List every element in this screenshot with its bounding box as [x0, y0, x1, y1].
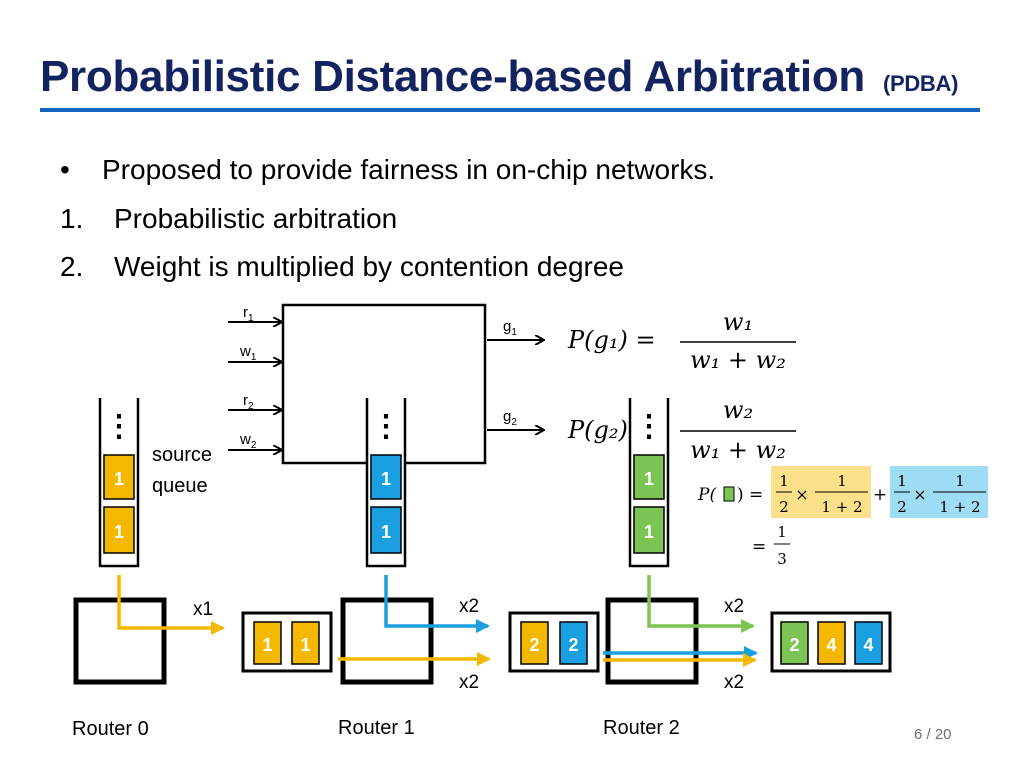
queue-dots: ⋮ — [634, 410, 664, 443]
output-buffer: 2 4 4 — [770, 611, 892, 673]
item-number: 2. — [60, 251, 84, 282]
times-sign: × — [795, 485, 808, 504]
router-0-label: Router 0 — [72, 718, 149, 740]
packet-flit — [817, 621, 846, 665]
queue-outline — [628, 398, 670, 568]
green-packet-icon — [723, 486, 735, 502]
queue-outline — [365, 398, 407, 568]
term1-a-numerator: 1 — [779, 472, 789, 490]
link-weight-label: x1 — [193, 599, 213, 620]
source-queue-0: ⋮ 1 1 source queue — [98, 398, 212, 568]
title-main: Probabilistic Distance-based Arbitration — [40, 52, 865, 101]
packet-flit — [253, 621, 282, 665]
packet-flit — [559, 621, 588, 665]
packet-label: 1 — [381, 469, 391, 489]
formula-lhs: P(g₁) = — [567, 326, 656, 354]
packet-flit — [854, 621, 883, 665]
input-label-r2: r2 — [243, 392, 254, 412]
input-buffer-router1: 1 1 — [241, 611, 333, 673]
source-queue-2: ⋮ 1 1 — [628, 398, 670, 568]
packet-flit — [633, 506, 665, 554]
result-denominator: 3 — [777, 550, 787, 568]
queue-dots: ⋮ — [104, 410, 134, 443]
item-text: Probabilistic arbitration — [114, 203, 398, 234]
title-acronym: (PDBA) — [882, 71, 959, 96]
blue-flow-router1 — [384, 575, 490, 633]
link-weight-label: x2 — [724, 672, 744, 693]
packet-label: 2 — [568, 635, 578, 655]
packet-label: 1 — [114, 522, 124, 542]
yellow-flow-router0 — [117, 575, 225, 635]
source-queue-label: source — [152, 444, 212, 466]
packet-label: 1 — [114, 469, 124, 489]
formula-numerator: w₂ — [723, 396, 753, 424]
bullet-marker: • — [60, 154, 70, 185]
formula-denominator: w₁ + w₂ — [690, 346, 786, 374]
numbered-item: 1. Probabilistic arbitration — [60, 203, 397, 235]
packet-flit — [520, 621, 549, 665]
times-sign: × — [913, 485, 926, 504]
term1-b-numerator: 1 — [837, 472, 847, 490]
packet-label: 4 — [826, 635, 836, 655]
router-2-label: Router 2 — [603, 717, 680, 739]
equals-sign: = — [752, 537, 766, 557]
packet-flit — [103, 454, 135, 500]
probability-equation: P( ) = 1 2 × 1 1 + 2 + 1 2 × 1 1 + 2 = 1… — [697, 466, 988, 568]
slide-title: Probabilistic Distance-based Arbitration… — [40, 52, 958, 102]
router-2-box — [605, 597, 699, 685]
output-label-g1: g1 — [503, 318, 517, 338]
packet-flit — [370, 454, 402, 500]
prob-lhs-prefix: P( — [697, 485, 716, 505]
formula-g2: P(g₂) = w₂ w₁ + w₂ — [567, 396, 796, 464]
title-underline — [40, 108, 980, 112]
prob-lhs-suffix: ) = — [737, 485, 763, 505]
item-number: 1. — [60, 203, 84, 234]
link-weight-label: x2 — [459, 672, 479, 693]
formula-numerator: w₁ — [723, 308, 753, 336]
page-number: 6 / 20 — [914, 726, 952, 743]
packet-flit — [780, 621, 809, 665]
queue-outline — [98, 398, 140, 568]
green-flow-router2 — [647, 575, 755, 633]
router-1-label: Router 1 — [338, 717, 415, 739]
source-queue-1: ⋮ 1 1 — [365, 398, 407, 568]
packet-flit — [370, 506, 402, 554]
input-label-w1: w1 — [239, 343, 257, 363]
input-label-w2: w2 — [239, 431, 257, 451]
term2-b-numerator: 1 — [955, 472, 965, 490]
output-label-g2: g2 — [503, 408, 517, 428]
result-numerator: 1 — [777, 523, 787, 541]
link-weight-label: x2 — [459, 596, 479, 617]
term1-a-denominator: 2 — [779, 498, 789, 516]
source-queue-label: queue — [152, 475, 208, 497]
packet-label: 2 — [789, 635, 799, 655]
packet-flit — [291, 621, 320, 665]
numbered-item: 2. Weight is multiplied by contention deg… — [60, 251, 624, 283]
packet-flit — [633, 454, 665, 500]
packet-label: 4 — [863, 635, 873, 655]
bullet-text: Proposed to provide fairness in on-chip … — [102, 154, 716, 185]
plus-sign: + — [873, 485, 887, 505]
bullet-item: • Proposed to provide fairness in on-chip… — [60, 154, 715, 186]
packet-label: 1 — [644, 469, 654, 489]
packet-label: 2 — [529, 635, 539, 655]
queue-dots: ⋮ — [371, 410, 401, 443]
input-label-r1: r1 — [243, 304, 254, 324]
packet-flit — [103, 506, 135, 554]
packet-label: 1 — [262, 635, 272, 655]
packet-label: 1 — [381, 522, 391, 542]
term2-b-denominator: 1 + 2 — [939, 498, 980, 516]
term1-b-denominator: 1 + 2 — [821, 498, 862, 516]
link-weight-label: x2 — [724, 596, 744, 617]
input-buffer-router2: 2 2 — [508, 611, 600, 673]
packet-label: 1 — [644, 522, 654, 542]
formula-denominator: w₁ + w₂ — [690, 436, 786, 464]
term2-a-denominator: 2 — [897, 498, 907, 516]
item-text: Weight is multiplied by contention degre… — [114, 251, 625, 282]
packet-label: 1 — [300, 635, 310, 655]
term2-a-numerator: 1 — [897, 472, 907, 490]
formula-g1: P(g₁) = w₁ w₁ + w₂ — [567, 308, 796, 374]
